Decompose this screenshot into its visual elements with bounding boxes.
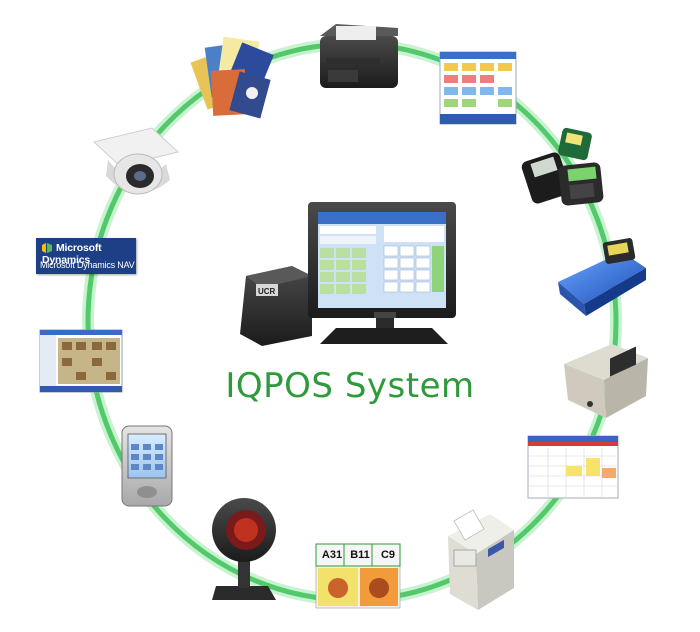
security-camera-icon [92,127,180,195]
queue-number-2: B11 [350,549,370,561]
handheld-pda-icon [121,425,173,507]
blue-card-terminal-icon [558,238,646,316]
loyalty-cards-icon [190,36,274,119]
central-receipt-printer: UCR [240,266,312,346]
ticket-printer-icon [448,509,514,610]
system-title: IQPOS System [225,366,475,406]
receipt-printer-icon [320,24,398,88]
queue-number-3: C9 [380,549,396,561]
card-reader-terminals-icon [521,127,604,206]
table-layout-screen-icon [39,329,123,393]
printer-brand-label: UCR [258,287,276,296]
microsoft-dynamics-brand: Microsoft Dynamics [42,242,102,266]
pos-software-screen-icon [439,51,517,125]
queue-number-1: A31 [321,549,343,561]
queue-display-icon [315,543,401,609]
pos-terminal-icon: UCR [240,202,456,346]
schedule-software-screen-icon [527,435,619,499]
microsoft-dynamics-logo: Microsoft Dynamics Microsoft Dynamics NA… [36,238,136,274]
ring [82,38,622,606]
barcode-scanner-icon [212,498,276,600]
microsoft-dynamics-product: Microsoft Dynamics NAV [40,260,135,270]
card-dispenser-icon [564,344,648,418]
microsoft-flag-icon [42,243,52,253]
